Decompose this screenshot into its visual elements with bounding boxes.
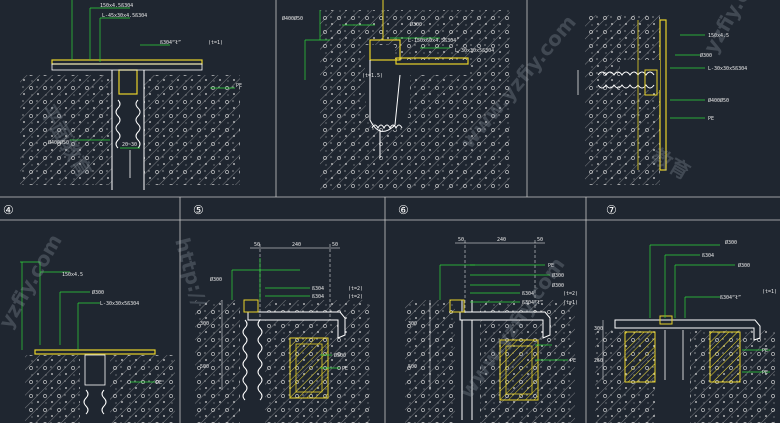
p5-label-6: Ø300: [334, 352, 346, 359]
p3-label-3: L-30x30x5ß304: [708, 66, 747, 72]
watermark-7: yzfiy.com: [0, 230, 67, 333]
p6-label-2: Ø300: [552, 272, 564, 279]
p6-dim-4: 300: [408, 321, 417, 327]
p6-label-7: (t=1): [563, 300, 578, 306]
p2-label-4: L-30x30x5ß304: [455, 48, 494, 54]
p7-label-2: ß304: [702, 253, 714, 259]
p7-number: ⑦: [606, 203, 617, 217]
p3-label-4: Ø400Ø50: [708, 97, 729, 104]
p6-dim-5: 500: [408, 364, 417, 370]
p5-label-2: ß304: [312, 286, 324, 292]
watermark-1: yzfiy.com: [699, 0, 772, 57]
p7-label-4: ß304“ł”: [720, 295, 741, 301]
detail-panel-4: ④ 150x4.5 Ø300 L-30x30x5ß304 PE: [3, 203, 175, 423]
p6-label-4: ß304: [522, 291, 534, 297]
watermark-6: http://: [170, 235, 212, 310]
p1-label-5: PE: [236, 83, 242, 89]
p7-dim-1: 300: [594, 326, 603, 332]
p5-label-3: ß304: [312, 294, 324, 300]
p6-number: ⑥: [398, 203, 409, 217]
p6-dim-3: 50: [537, 237, 543, 243]
p5-dim-4: 300: [200, 321, 209, 327]
p7-label-7: PE: [762, 370, 768, 376]
p4-label-2: Ø300: [92, 289, 104, 296]
p2-label-3: L-150x60x4.5ß304: [408, 38, 456, 44]
p1-label-4: (t=1): [208, 40, 223, 46]
p5-dim-1: 50: [254, 242, 260, 248]
p7-label-6: PE: [762, 348, 768, 354]
p6-dim-1: 50: [458, 237, 464, 243]
p4-label-4: PE: [156, 380, 162, 386]
p7-label-5: (t=1): [762, 289, 777, 295]
p1-label-7: 20~30: [122, 142, 137, 148]
p1-label-1: 150x4.5ß304: [100, 3, 133, 9]
detail-panel-7: ⑦ Ø300 ß304 Ø300 ß304“ł” (t=1) PE PE 300…: [594, 203, 777, 423]
p5-number: ⑤: [193, 203, 204, 217]
p6-label-5: ß304“ł”: [522, 300, 543, 306]
p2-label-5: (t=1.5): [362, 73, 383, 79]
p5-label-4: (t=2): [348, 286, 363, 292]
p5-dim-2: 240: [292, 242, 301, 248]
p7-label-1: Ø300: [725, 239, 737, 246]
detail-panel-3: 150x4.5 Ø300 L-30x30x5ß304 Ø400Ø50 PE: [577, 15, 747, 185]
detail-panel-1: 150x4.5ß304 L-45x30x4.5ß304 ß304“ł” (t=1…: [20, 0, 242, 190]
p6-label-6: (t=2): [563, 291, 578, 297]
p3-label-2: Ø300: [700, 52, 712, 59]
p5-dim-5: 500: [200, 364, 209, 370]
p3-label-1: 150x4.5: [708, 33, 729, 39]
p3-label-5: PE: [708, 116, 714, 122]
p7-label-3: Ø300: [738, 262, 750, 269]
p5-label-1: Ø300: [210, 276, 222, 283]
p4-number: ④: [3, 203, 14, 217]
p6-label-3: Ø300: [552, 282, 564, 289]
detail-panel-5: ⑤ 50 240 50 Ø300 ß304 ß304 (t=2) (t=2) Ø…: [193, 203, 370, 423]
detail-panel-2: Ø400Ø50 Ø300 L-150x60x4.5ß304 L-30x30x5ß…: [282, 0, 510, 190]
p6-dim-2: 240: [497, 237, 506, 243]
p1-label-6: Ø400Ø50: [48, 139, 69, 146]
p1-label-2: L-45x30x4.5ß304: [102, 13, 147, 19]
p5-label-5: (t=2): [348, 294, 363, 300]
p4-label-1: 150x4.5: [62, 272, 83, 278]
p5-dim-3: 50: [332, 242, 338, 248]
p5-label-7: PE: [342, 366, 348, 372]
p6-label-1: PE: [548, 263, 554, 269]
p6-label-8: PE: [570, 358, 576, 364]
p2-label-1: Ø400Ø50: [282, 15, 303, 22]
p7-dim-2: 250: [594, 358, 603, 364]
p1-label-3: ß304“ł”: [160, 40, 181, 46]
p2-label-2: Ø300: [410, 21, 422, 28]
detail-panel-6: ⑥ 50 240 50 PE Ø300 Ø300 ß304 ß304“ł” (t…: [398, 203, 578, 423]
p4-label-3: L-30x30x5ß304: [100, 301, 139, 307]
